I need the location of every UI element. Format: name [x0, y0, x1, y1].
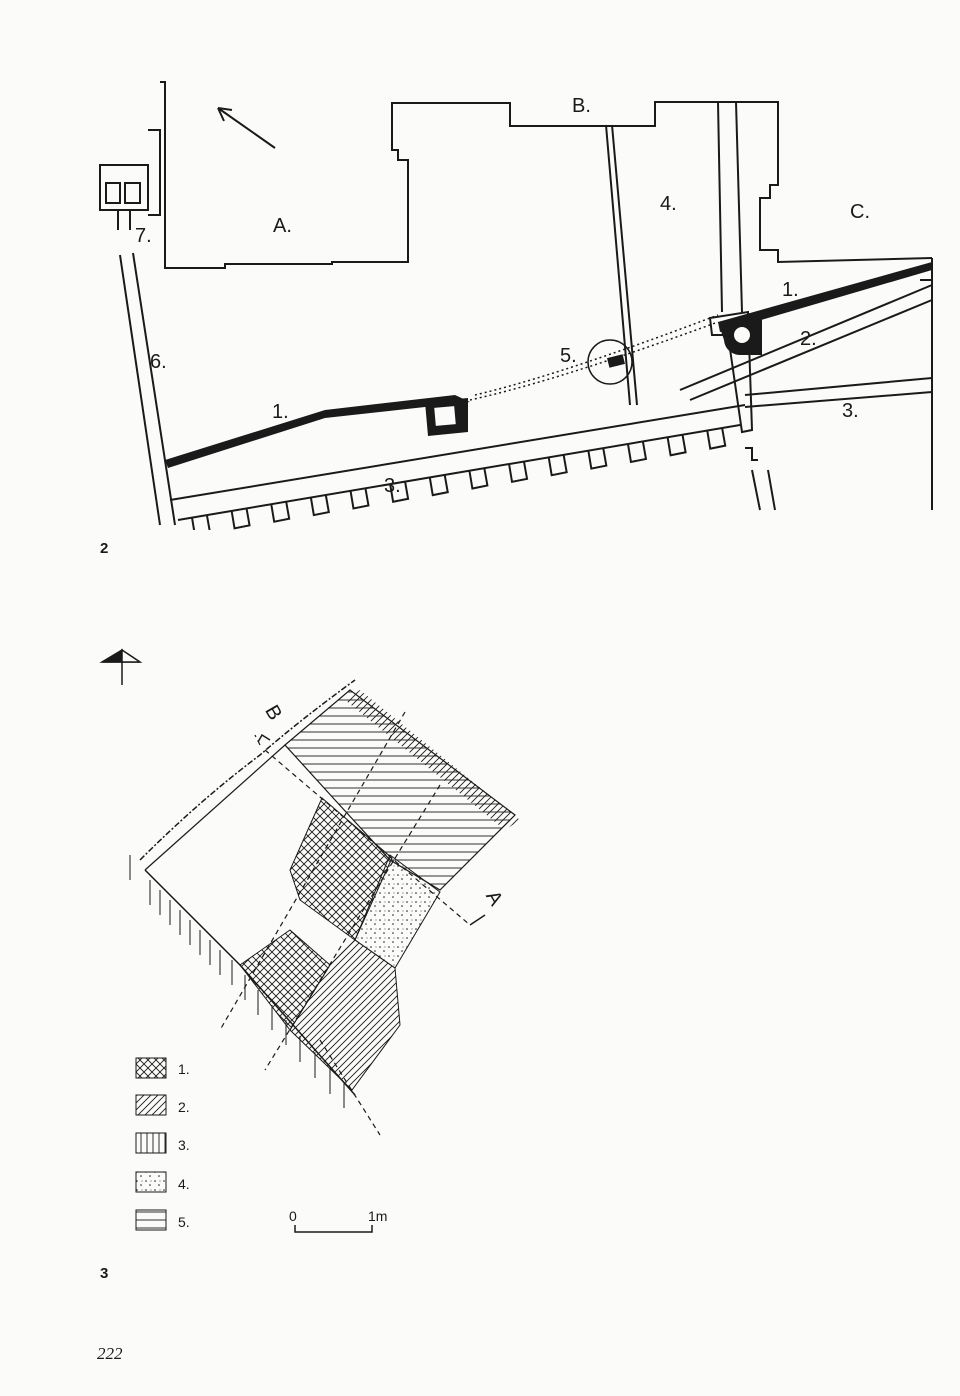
page-number: 222	[97, 1344, 123, 1363]
north-arrow	[217, 107, 276, 149]
label-b: B.	[572, 95, 591, 117]
legend-label-3: 3.	[178, 1137, 190, 1153]
legend-swatch-3	[135, 1132, 167, 1154]
label-6: 6.	[150, 351, 167, 373]
section-label-b: B	[260, 701, 286, 724]
scale-start: 0	[289, 1208, 297, 1224]
scale-bar: 0 1m	[289, 1208, 387, 1233]
legend-label-2: 2.	[178, 1099, 190, 1115]
wall-1-right-segment	[718, 262, 932, 332]
detail-circle-5	[587, 339, 633, 385]
wall-3	[744, 377, 933, 408]
section-plan-figure: B A 1. 2. 3. 4. 5. 0 1m	[99, 648, 520, 1233]
section-label-a: A	[481, 887, 507, 910]
buttress-tooth	[508, 461, 529, 484]
buttress-tooth	[270, 501, 291, 523]
label-7: 7.	[135, 225, 152, 247]
buttress-tooth	[349, 488, 370, 510]
wall-2	[679, 284, 933, 401]
label-3-left: 3.	[384, 475, 401, 497]
buttress-tooth	[309, 494, 330, 517]
buttress-tooth	[230, 508, 251, 530]
label-1-right: 1.	[782, 279, 799, 301]
label-2: 2.	[800, 328, 817, 350]
figure-3-number: 3	[100, 1265, 109, 1282]
legend-swatch-1	[135, 1057, 167, 1079]
buttress-tooth	[547, 455, 568, 477]
figure-2-number: 2	[100, 540, 109, 557]
legend-swatch-4	[135, 1171, 167, 1193]
buttress-tooth	[190, 514, 211, 530]
label-4: 4.	[660, 193, 677, 215]
legend-swatch-2	[135, 1094, 167, 1116]
building-a	[160, 81, 933, 269]
buttress-tooth	[428, 474, 449, 497]
wall-6	[119, 252, 176, 526]
buttress-tooth	[468, 468, 489, 490]
label-1-left: 1.	[272, 401, 289, 423]
legend: 1. 2. 3. 4. 5.	[135, 1057, 190, 1231]
label-3-right: 3.	[842, 400, 859, 422]
legend-label-5: 5.	[178, 1214, 190, 1230]
north-symbol	[99, 648, 143, 685]
buttress-tooth	[666, 435, 687, 457]
buttress-tooth	[706, 428, 727, 450]
buttress-tooth	[626, 441, 648, 464]
scale-end: 1m	[368, 1208, 387, 1224]
label-a: A.	[273, 215, 292, 237]
buttress-tooth	[587, 448, 608, 470]
site-plan-figure: A. B. C. 1. 1. 2. 3. 3. 4. 5. 6. 7.	[99, 81, 933, 530]
legend-label-4: 4.	[178, 1176, 190, 1192]
buttress-tooth	[389, 481, 410, 503]
annex-7	[99, 129, 161, 216]
zone-1-cross	[289, 797, 393, 941]
legend-swatch-5	[135, 1209, 167, 1231]
label-c: C.	[850, 201, 870, 223]
label-5: 5.	[560, 345, 577, 367]
legend-label-1: 1.	[178, 1061, 190, 1077]
dotted-wall-line	[469, 321, 719, 401]
